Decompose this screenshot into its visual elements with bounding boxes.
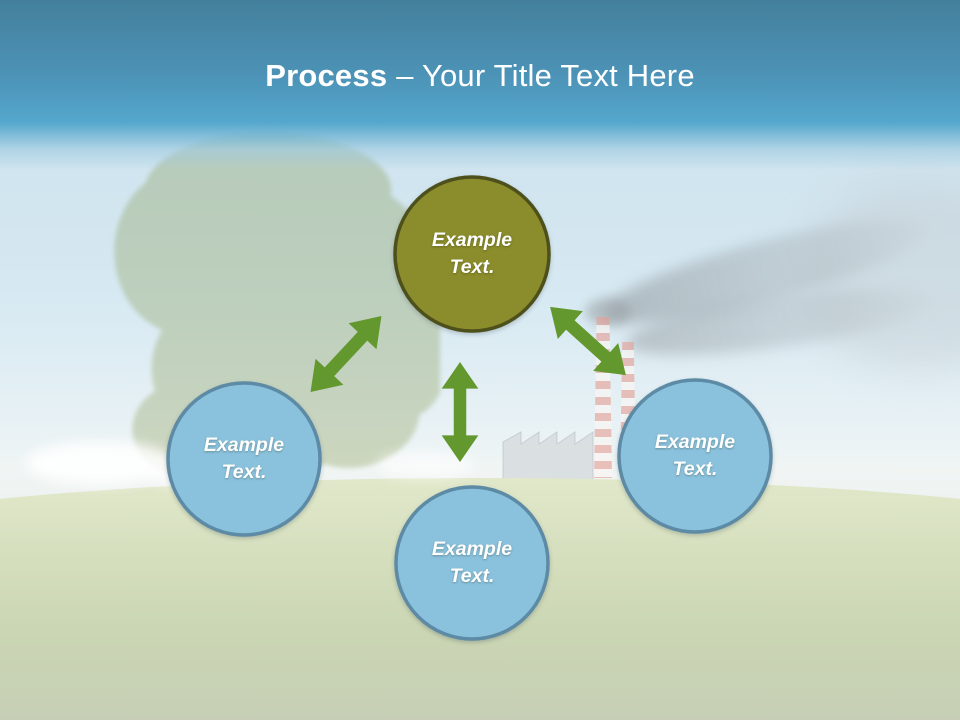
title-emphasis: Process bbox=[265, 58, 388, 93]
node-label: Example Text. bbox=[164, 379, 324, 539]
node-label: Example Text. bbox=[392, 483, 552, 643]
node-label-line1: Example bbox=[654, 430, 736, 453]
process-node-right: Example Text. bbox=[615, 376, 775, 536]
process-node-top: Example Text. bbox=[392, 174, 552, 334]
node-label: Example Text. bbox=[615, 376, 775, 536]
process-node-bottom: Example Text. bbox=[392, 483, 552, 643]
node-label-line2: Text. bbox=[221, 461, 267, 483]
node-circle bbox=[166, 381, 322, 537]
node-label: Example Text. bbox=[392, 174, 552, 334]
factory-building bbox=[502, 431, 594, 480]
node-label-line1: Example bbox=[431, 228, 513, 251]
cloud bbox=[25, 441, 175, 485]
node-label-line2: Text. bbox=[672, 458, 718, 480]
node-label-line2: Text. bbox=[449, 256, 495, 278]
node-label-line1: Example bbox=[431, 537, 513, 560]
node-circle bbox=[617, 378, 773, 534]
double-arrow-icon-vertical bbox=[441, 362, 479, 462]
node-label-line1: Example bbox=[203, 433, 285, 456]
double-arrow-icon-left bbox=[310, 315, 382, 393]
slide-header: Process – Your Title Text Here bbox=[0, 0, 960, 170]
process-node-left: Example Text. bbox=[164, 379, 324, 539]
node-label-line2: Text. bbox=[449, 565, 495, 587]
slide-title: Process – Your Title Text Here bbox=[0, 52, 960, 100]
node-circle bbox=[393, 175, 551, 333]
title-rest: – Your Title Text Here bbox=[396, 58, 695, 93]
node-circle bbox=[394, 485, 550, 641]
double-arrow-icon-right bbox=[550, 306, 626, 376]
